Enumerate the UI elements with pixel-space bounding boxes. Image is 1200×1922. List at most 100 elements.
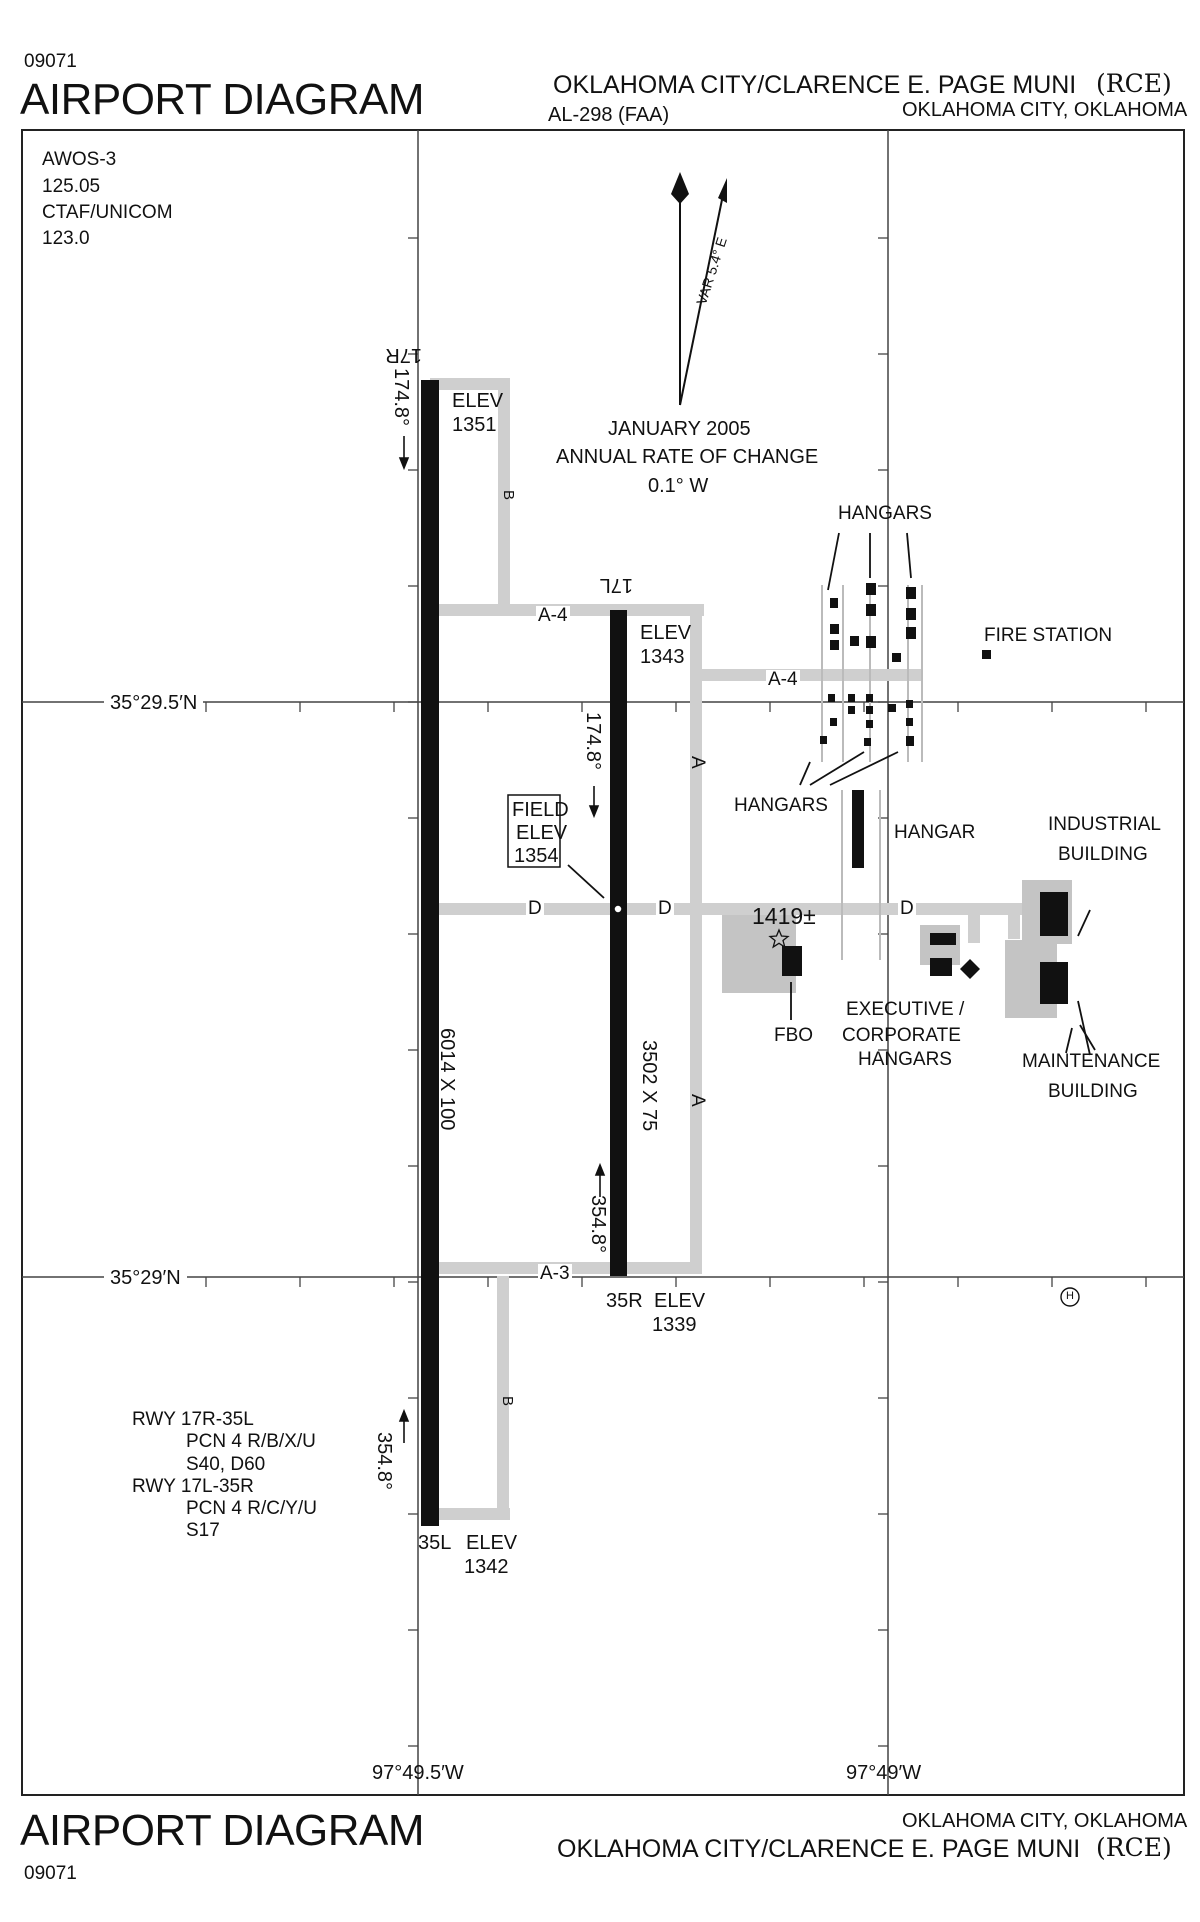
runway-35l-label: 35L [418,1532,452,1554]
runway-17r-label: 17R [385,344,422,366]
taxiway-a3-east [610,1262,702,1274]
latitude-north: 35°29.5′N [104,692,204,714]
taxiway-d-stub [968,903,980,943]
runway-17l-label: 17L [599,574,633,596]
exec-hangar-2 [930,958,952,976]
taxiway-a4-mid [610,604,700,616]
longitude-east: 97°49′W [846,1762,922,1784]
variation-rate: 0.1° W [648,475,709,497]
runway-17l-elev: 1343 [640,646,685,668]
exec-hangar-1 [930,933,956,945]
chart-ref: AL-298 (FAA) [548,104,670,126]
field-elevation-point [613,904,623,914]
hangars-label-south: HANGARS [734,795,828,816]
taxiway-b-label-south: B [499,1396,516,1407]
hangar-taxilanes [821,585,923,960]
heliport-label: H [1066,1290,1074,1302]
taxiway-a-label-north: A [687,756,708,769]
north-arrow [671,172,727,406]
industrial-building [1040,892,1068,936]
runway-35r-elev: 1339 [652,1314,697,1336]
taxiway-a3 [430,1262,616,1274]
fbo-building [782,946,802,976]
industrial-label-2: BUILDING [1058,844,1148,865]
maintenance-label-2: BUILDING [1048,1081,1138,1102]
runway-35l-elev: 1342 [464,1556,509,1578]
taxiway-a [690,604,702,1274]
runway-35l-heading: 354.8° [373,1432,395,1491]
runway-17r-35l [421,380,439,1526]
fire-station-label: FIRE STATION [984,625,1113,646]
airport-name: OKLAHOMA CITY/CLARENCE E. PAGE MUNI [553,71,1077,99]
variation-rate-label: ANNUAL RATE OF CHANGE [556,446,819,468]
hangar-label: HANGAR [894,822,976,843]
runway-17l-35r-dimensions: 3502 X 75 [638,1040,660,1132]
taxiway-b-north-stub [430,378,510,390]
taxiway-d-label-east: D [898,898,916,920]
taxiway-b-south-stub [430,1508,510,1520]
taxiway-a4-east [690,669,922,681]
pcn-runway-2-weight: S17 [186,1520,220,1541]
chart-frame [21,129,1185,1796]
runway-35l-elev-label: ELEV [466,1532,518,1554]
fire-station-block [982,650,991,659]
pcn-runway-1-pcn: PCN 4 R/B/X/U [186,1431,316,1452]
awos-frequency: 125.05 [42,176,101,197]
taxiway-b-south [497,1276,509,1520]
hangar-blocks [782,583,1068,1004]
footer-title: AIRPORT DIAGRAM [20,1806,425,1855]
exec-hangars-label-1: EXECUTIVE / [846,999,965,1020]
field-elev-line1: FIELD [512,799,569,821]
airport-id: (RCE) [1096,69,1172,98]
footer-location: OKLAHOMA CITY, OKLAHOMA [902,1810,1188,1832]
field-elev-line2: ELEV [516,822,568,844]
taxiway-a3-label: A-3 [538,1263,572,1285]
taxiway-a4-label-west: A-4 [536,605,570,627]
runway-17l-elev-label: ELEV [640,622,692,644]
latitude-south: 35°29′N [104,1267,187,1289]
hangars-label-north: HANGARS [838,503,932,524]
taxiway-d-label-west: D [526,898,544,920]
leader-lines [567,532,1096,1056]
footer-airport-name: OKLAHOMA CITY/CLARENCE E. PAGE MUNI [557,1835,1081,1863]
ramp-areas [722,880,1072,1018]
exec-hangar-3 [960,959,980,979]
taxiway-b-label-north: B [500,490,517,501]
longitude-west: 97°49.5′W [372,1762,464,1784]
taxiway-a-label-south: A [687,1094,708,1107]
airport-location: OKLAHOMA CITY, OKLAHOMA [902,99,1188,121]
pcn-runway-2: RWY 17L-35R [132,1476,254,1497]
exec-hangars-label-2: CORPORATE [842,1025,961,1046]
taxiway-d-stub-2 [1008,903,1020,939]
exec-hangars-label-3: HANGARS [858,1049,952,1070]
maintenance-label-1: MAINTENANCE [1022,1051,1161,1072]
taxiway-network [430,378,1022,1520]
field-elev-box [507,794,561,868]
runway-17r-elev-label: ELEV [452,390,504,412]
heading-arrows [398,436,606,1443]
obstacle-height: 1419± [752,903,816,929]
footer-airport-id: (RCE) [1096,1833,1172,1862]
pcn-runway-1-weight: S40, D60 [186,1454,266,1475]
page-title: AIRPORT DIAGRAM [20,75,425,124]
pcn-runway-2-pcn: PCN 4 R/C/Y/U [186,1498,317,1519]
maintenance-building [1040,962,1068,1004]
heliport-symbol [1060,1287,1080,1307]
field-elev-value: 1354 [514,845,559,867]
runway-35r-heading: 354.8° [587,1195,609,1254]
runway-17l-35r [610,610,627,1276]
runway-17l-heading: 174.8° [582,712,604,771]
taxiway-b-north [498,378,510,610]
ctaf-frequency: 123.0 [42,228,90,249]
runway-17r-elev: 1351 [452,414,497,436]
taxiway-d-label-mid: D [656,898,674,920]
variation-date: JANUARY 2005 [608,418,751,440]
footer-chart-number: 09071 [24,1863,77,1884]
ctaf-label: CTAF/UNICOM [42,202,173,223]
runway-35r-label: 35R [606,1290,643,1312]
fbo-label: FBO [774,1025,814,1046]
runway-35r-elev-label: ELEV [654,1290,706,1312]
chart-number-top: 09071 [24,51,77,72]
obstacle-star [768,928,790,949]
